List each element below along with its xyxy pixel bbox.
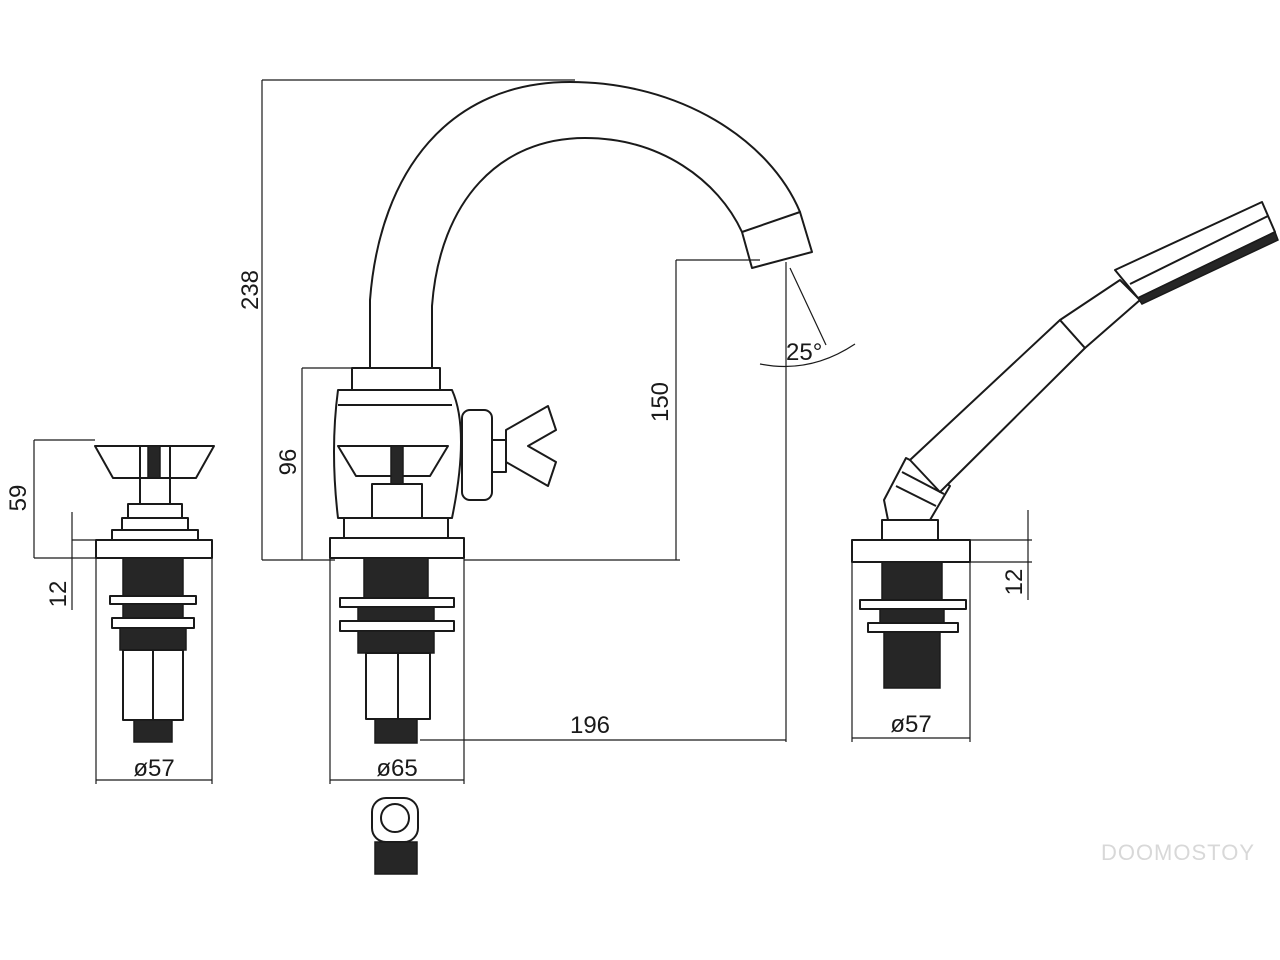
spout-reach-label: 196 xyxy=(570,712,610,739)
hand-shower xyxy=(851,201,1279,689)
mixer-base-diameter-label: ø65 xyxy=(376,755,417,782)
dimension-labels: 238 96 150 25° 59 12 12 196 ø57 ø65 ø57 xyxy=(5,270,1028,782)
spout-angle-label: 25° xyxy=(786,339,822,366)
watermark: DOOMOSTOY xyxy=(1101,840,1255,865)
left-deck-thickness-label: 12 xyxy=(45,581,72,608)
right-base-diameter-label: ø57 xyxy=(890,711,931,738)
mixer-body xyxy=(329,81,813,744)
spout-outlet-height-label: 150 xyxy=(647,382,674,422)
overall-height-label: 238 xyxy=(237,270,264,310)
body-height-label: 96 xyxy=(275,449,302,476)
elbow-connector xyxy=(371,797,419,875)
dimension-lines xyxy=(33,79,1032,784)
right-deck-thickness-label: 12 xyxy=(1001,569,1028,596)
left-base-diameter-label: ø57 xyxy=(133,755,174,782)
handle-height-label: 59 xyxy=(5,485,32,512)
left-valve xyxy=(94,445,215,743)
